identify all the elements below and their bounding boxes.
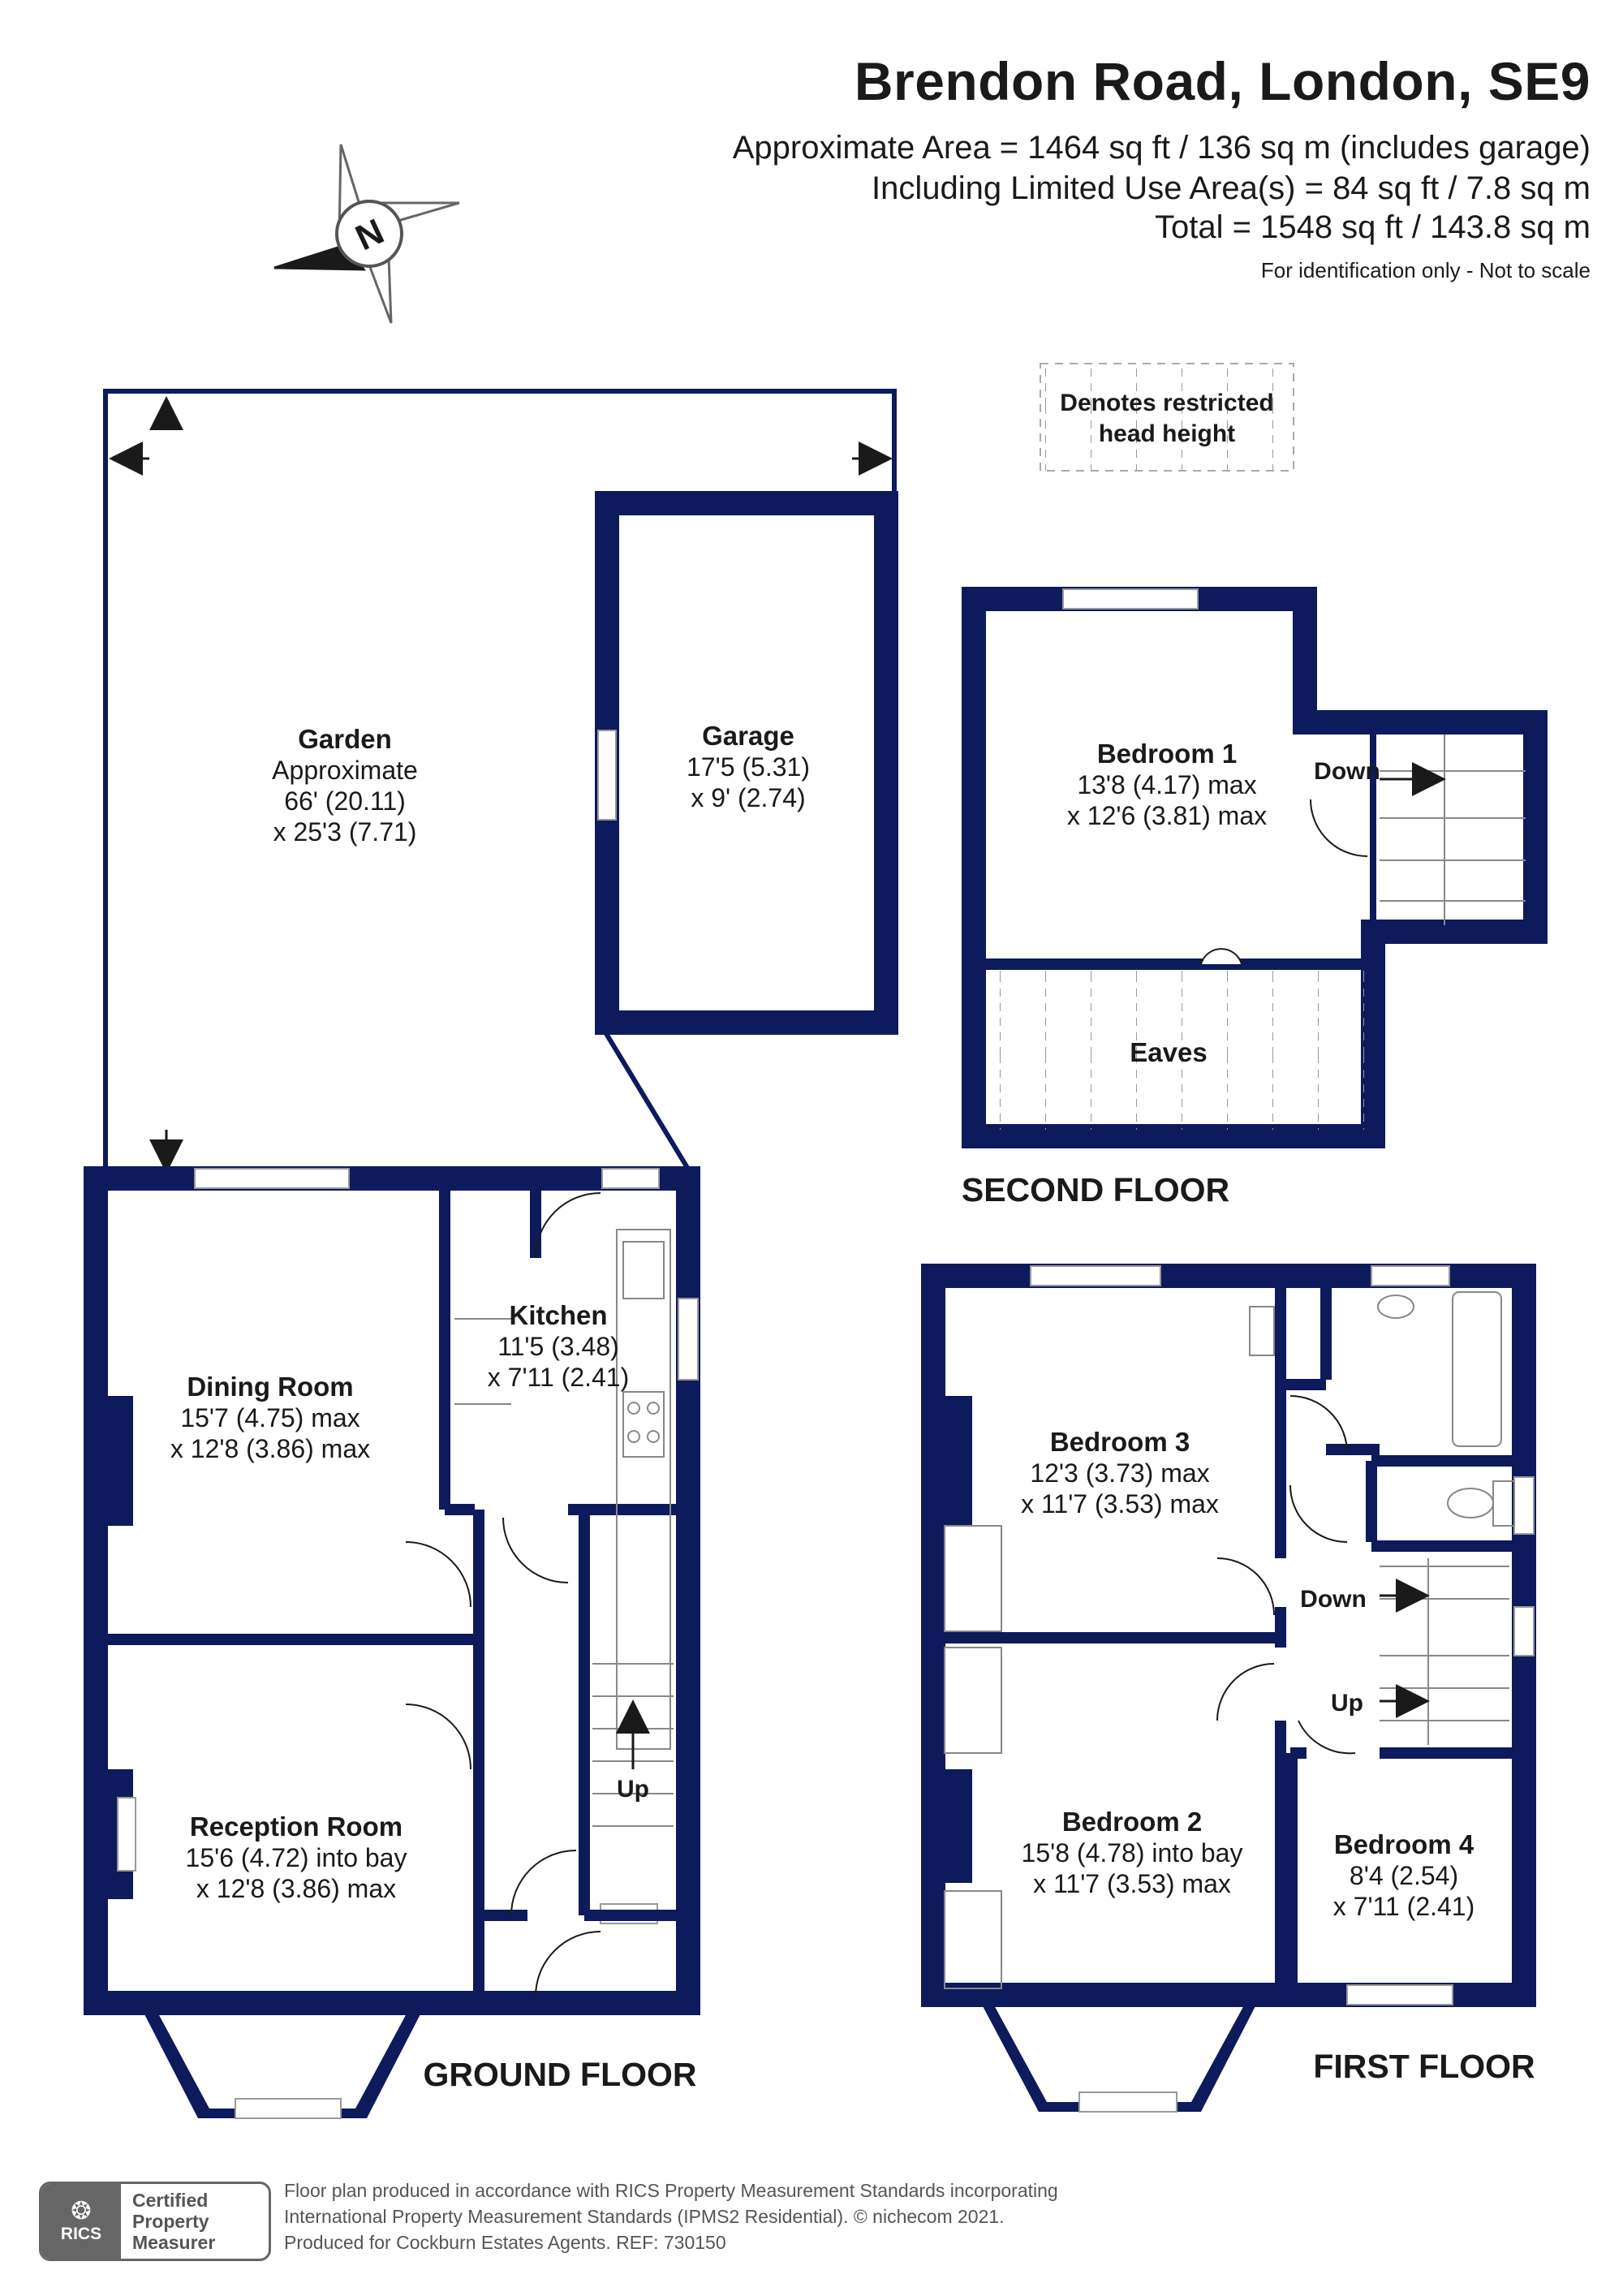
first-floor-label: FIRST FLOOR bbox=[1313, 2048, 1535, 2085]
bedroom1-line1: 13'8 (4.17) max bbox=[1077, 770, 1256, 799]
restricted-height-legend: Denotes restricted head height bbox=[1040, 363, 1294, 472]
bedroom4-line1: 8'4 (2.54) bbox=[1350, 1861, 1458, 1890]
rics-org: RICS bbox=[60, 2225, 102, 2243]
footer-credits: Floor plan produced in accordance with R… bbox=[284, 2178, 1058, 2255]
garage-name: Garage bbox=[702, 721, 794, 751]
garden-line3: x 25'3 (7.71) bbox=[273, 817, 417, 846]
first-stairs-down-label: Down bbox=[1300, 1586, 1367, 1613]
rics-emblem-icon: ❂ bbox=[71, 2198, 92, 2225]
ground-floor-plan bbox=[84, 389, 898, 2119]
badge-line3: Measurer bbox=[132, 2232, 216, 2253]
bedroom3-name: Bedroom 3 bbox=[1050, 1427, 1190, 1457]
bedroom1-name: Bedroom 1 bbox=[1097, 739, 1237, 769]
garage-line1: 17'5 (5.31) bbox=[687, 752, 810, 782]
garden-name: Garden bbox=[298, 724, 392, 754]
legend-line1: Denotes restricted bbox=[1060, 390, 1273, 416]
kitchen-line2: x 7'11 (2.41) bbox=[488, 1363, 630, 1392]
kitchen-name: Kitchen bbox=[509, 1300, 607, 1330]
reception-room-line1: 15'6 (4.72) into bay bbox=[186, 1843, 407, 1872]
rics-cert-text: Certified Property Measurer bbox=[121, 2190, 215, 2253]
footer-line3: Produced for Cockburn Estates Agents. RE… bbox=[284, 2232, 726, 2253]
garden-boundary bbox=[103, 389, 897, 1178]
garden-line2: 66' (20.11) bbox=[284, 786, 406, 816]
property-title: Brendon Road, London, SE9 bbox=[854, 51, 1591, 111]
rics-logo: ❂ RICS bbox=[41, 2184, 121, 2259]
first-floor-plan bbox=[921, 1264, 1536, 2113]
bedroom4-name: Bedroom 4 bbox=[1334, 1829, 1474, 1859]
bedroom3-line2: x 11'7 (3.53) max bbox=[1021, 1489, 1219, 1518]
bedroom3-line1: 12'3 (3.73) max bbox=[1030, 1458, 1209, 1488]
dining-room-line1: 15'7 (4.75) max bbox=[180, 1403, 359, 1432]
area-limited-use: Including Limited Use Area(s) = 84 sq ft… bbox=[872, 170, 1591, 206]
footer-line2: International Property Measurement Stand… bbox=[284, 2206, 1005, 2227]
ground-floor-label: GROUND FLOOR bbox=[423, 2056, 696, 2093]
second-floor-label: SECOND FLOOR bbox=[962, 1171, 1229, 1208]
rics-certified-badge: ❂ RICS Certified Property Measurer bbox=[39, 2182, 271, 2261]
legend-line2: head height bbox=[1099, 420, 1235, 447]
second-stairs-down-label: Down bbox=[1314, 758, 1380, 785]
garage-window bbox=[597, 730, 617, 821]
reception-room-name: Reception Room bbox=[190, 1811, 403, 1842]
reception-room-line2: x 12'8 (3.86) max bbox=[196, 1874, 396, 1903]
badge-line2: Property bbox=[132, 2211, 209, 2232]
kitchen-line1: 11'5 (3.48) bbox=[497, 1332, 619, 1361]
bedroom4-line2: x 7'11 (2.41) bbox=[1333, 1892, 1475, 1921]
bedroom1-line2: x 12'6 (3.81) max bbox=[1067, 801, 1267, 830]
first-stairs-up-label: Up bbox=[1331, 1690, 1363, 1717]
dining-room-line2: x 12'8 (3.86) max bbox=[170, 1434, 370, 1463]
ground-stairs-up-label: Up bbox=[617, 1776, 649, 1803]
badge-line1: Certified bbox=[132, 2190, 209, 2211]
second-floor-plan bbox=[962, 587, 1548, 1148]
bedroom2-line1: 15'8 (4.78) into bay bbox=[1022, 1838, 1243, 1867]
eaves-label: Eaves bbox=[1130, 1037, 1207, 1067]
bedroom2-line2: x 11'7 (3.53) max bbox=[1033, 1869, 1231, 1898]
area-total: Total = 1548 sq ft / 143.8 sq m bbox=[1155, 209, 1591, 245]
bedroom2-name: Bedroom 2 bbox=[1062, 1807, 1202, 1837]
garden-line1: Approximate bbox=[272, 756, 418, 785]
scale-note: For identification only - Not to scale bbox=[1260, 258, 1591, 282]
dining-room-name: Dining Room bbox=[187, 1372, 353, 1402]
compass-icon: N bbox=[273, 144, 460, 324]
garage-line2: x 9' (2.74) bbox=[691, 783, 805, 812]
area-approximate: Approximate Area = 1464 sq ft / 136 sq m… bbox=[732, 130, 1591, 166]
footer-line1: Floor plan produced in accordance with R… bbox=[284, 2180, 1058, 2201]
